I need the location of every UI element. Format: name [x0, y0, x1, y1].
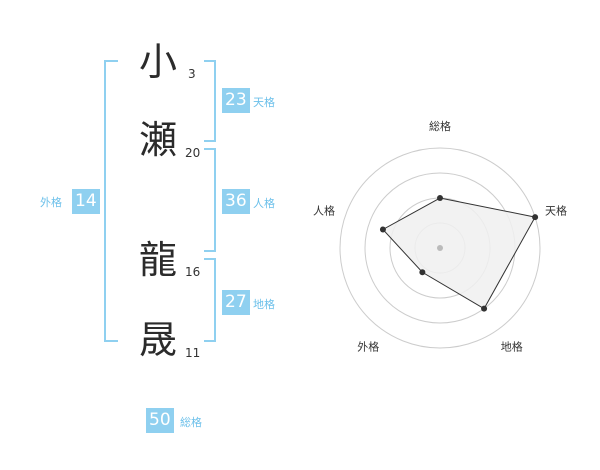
jinkaku-bracket — [204, 148, 216, 252]
radar-axis-label: 総格 — [429, 119, 451, 133]
name-char-2: 瀬 — [138, 118, 177, 162]
gaikaku-bracket — [104, 60, 118, 342]
radar-area — [382, 197, 536, 310]
tenkaku-bracket — [204, 60, 216, 142]
chikaku-badge: 27 — [222, 290, 250, 315]
soukaku-badge: 50 — [146, 408, 174, 433]
name-char-3: 龍 — [138, 238, 177, 282]
gaikaku-badge: 14 — [72, 189, 100, 214]
tenkaku-badge: 23 — [222, 88, 250, 113]
stroke-count-2: 20 — [185, 146, 201, 160]
chikaku-bracket — [204, 258, 216, 342]
soukaku-label: 総格 — [180, 416, 202, 429]
radar-point-3 — [481, 305, 488, 312]
radar-point-1 — [437, 195, 443, 201]
chikaku-label: 地格 — [253, 298, 275, 311]
tenkaku-label: 天格 — [253, 96, 275, 109]
radar-grid-ring — [339, 147, 541, 349]
radar-center-dot — [437, 245, 443, 251]
stroke-count-4: 11 — [185, 346, 201, 360]
radar-axis-label: 人格 — [313, 203, 335, 217]
radar-point-5 — [379, 226, 386, 233]
stroke-count-1: 3 — [188, 67, 196, 81]
name-char-4: 晟 — [138, 318, 177, 362]
radar-axis-label: 地格 — [501, 340, 523, 354]
name-char-1: 小 — [138, 40, 177, 84]
jinkaku-badge: 36 — [222, 189, 250, 214]
stroke-count-3: 16 — [185, 265, 201, 279]
gaikaku-label: 外格 — [40, 196, 62, 209]
jinkaku-label: 人格 — [253, 197, 275, 210]
radar-point-4 — [419, 269, 426, 276]
radar-axis-label: 外格 — [357, 340, 379, 354]
radar-axis-label: 天格 — [545, 203, 567, 217]
radar-point-2 — [532, 214, 539, 221]
